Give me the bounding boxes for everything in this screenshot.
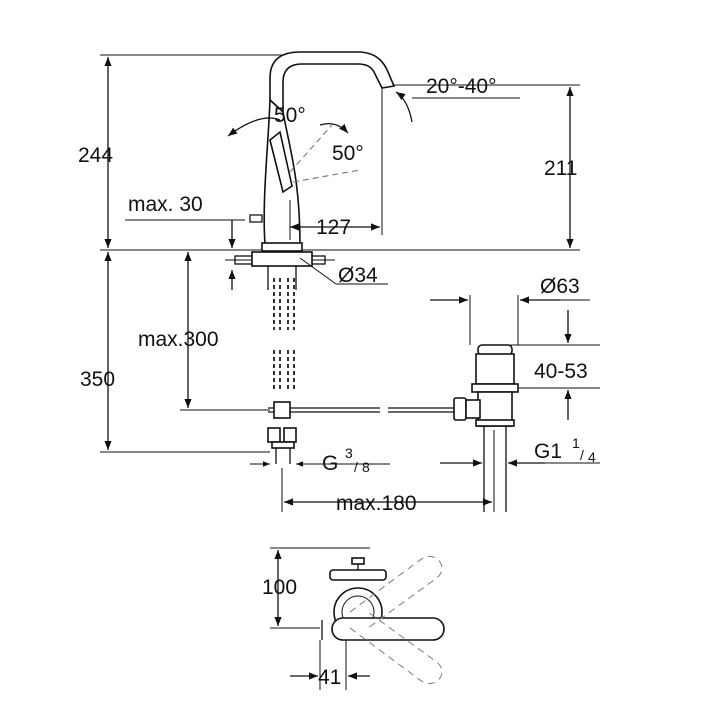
dimension-41: 41 <box>290 640 370 690</box>
label-max30: max. 30 <box>128 193 203 216</box>
label-g38-den: 8 <box>362 459 370 475</box>
pull-rod <box>268 397 467 421</box>
dimension-spout-angle: 20°-40° <box>412 75 520 99</box>
label-g114-main: G1 <box>534 440 562 463</box>
label-angle-spout: 20°-40° <box>426 75 497 98</box>
dimension-211: 211 <box>544 87 577 248</box>
dimension-max30: max. 30 <box>125 193 245 290</box>
label-angle-left: 50° <box>274 104 306 127</box>
label-max180: max.180 <box>336 492 417 515</box>
label-g38-main: G <box>322 452 338 475</box>
label-211: 211 <box>544 157 577 180</box>
label-angle-right: 50° <box>332 142 364 165</box>
dimension-40-53: 40-53 <box>510 310 600 420</box>
label-40-53: 40-53 <box>534 360 588 383</box>
label-350: 350 <box>80 368 115 391</box>
label-g38-num: 3 <box>345 445 353 461</box>
label-g38-sep: / <box>354 459 358 475</box>
inlet-connectors <box>267 427 297 464</box>
dimension-max180: max.180 <box>281 430 495 515</box>
label-diameter34: Ø34 <box>338 264 378 287</box>
label-100: 100 <box>262 576 297 599</box>
faucet-side-view <box>249 51 396 252</box>
reference-lines <box>100 54 580 453</box>
dimension-max300: max.300 <box>138 252 270 411</box>
dimension-g114: G1 1 / 4 <box>440 435 600 467</box>
label-41: 41 <box>318 666 341 689</box>
dimension-diameter34: Ø34 <box>299 257 388 287</box>
label-diameter63: Ø63 <box>540 275 580 298</box>
label-g114-num: 1 <box>572 435 580 451</box>
label-max300: max.300 <box>138 328 219 351</box>
label-g114-den: 4 <box>588 449 596 465</box>
handle-rotation-lines <box>227 88 413 235</box>
label-244: 244 <box>78 144 113 167</box>
label-g114-sep: / <box>580 447 584 463</box>
mounting-assembly <box>225 251 335 290</box>
label-127: 127 <box>316 216 351 239</box>
hoses <box>273 278 295 392</box>
dimension-g38: G 3 / 8 <box>250 445 390 475</box>
faucet-top-view <box>270 547 445 685</box>
dimension-350: 350 <box>80 252 115 450</box>
dimension-diameter63: Ø63 <box>430 275 590 345</box>
dimension-244: 244 <box>78 56 113 248</box>
dimension-127: 127 <box>289 200 380 240</box>
drain <box>465 344 519 512</box>
